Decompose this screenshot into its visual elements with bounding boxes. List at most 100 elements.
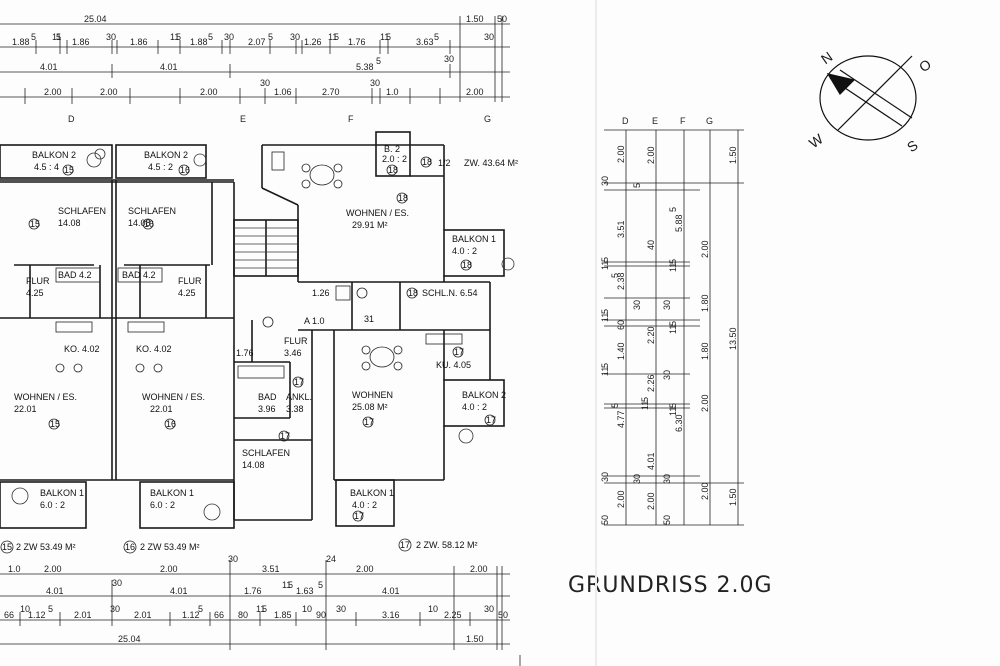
room-bad-a: BAD 4.2	[58, 270, 92, 280]
dim-right: 30	[662, 300, 672, 310]
dim-right: 6.30	[674, 414, 684, 432]
dim-right: 5.88	[674, 214, 684, 232]
dim-right: 30	[600, 176, 610, 186]
dim-right: 2.00	[646, 146, 656, 164]
axis-d-right: D	[622, 116, 629, 126]
dim-top-b: 5	[376, 56, 381, 66]
room-fraction: 1/2	[438, 158, 451, 168]
room-area: 25.08 M²	[352, 402, 388, 412]
dim-right: 2.00	[646, 492, 656, 510]
room-ko-b: KO. 4.02	[136, 344, 172, 354]
dim-bottom-a: 3.51	[262, 564, 280, 574]
dim-right: 3.51	[616, 220, 626, 238]
room-wohnen-a: WOHNEN / ES.	[14, 392, 77, 402]
unit-num: 17	[454, 347, 464, 357]
dim-right: 2.00	[700, 240, 710, 258]
bottom-dimension-labels: 1.0 2.00 2.00 30 3.51 24 2.00 2.00 4.01 …	[4, 554, 508, 644]
unit-18-summary: ZW. 43.64 M²	[464, 158, 518, 168]
summary-unit-16-num: 16	[125, 542, 135, 552]
dim-top-c: 30	[370, 78, 380, 88]
dim-top-a: 5	[334, 32, 339, 42]
unit-num: 16	[144, 219, 154, 229]
dim-top-a: 11	[380, 32, 389, 42]
unit-num: 18	[388, 165, 398, 175]
unit-num: 18	[462, 260, 472, 270]
kitchen-tables	[55, 363, 163, 373]
summary-unit-16: 2 ZW 53.49 M²	[140, 542, 200, 552]
dim-right: 5	[610, 273, 620, 278]
room-balkon2-b: BALKON 2	[144, 150, 188, 160]
dim-bottom-c: 5	[198, 604, 203, 614]
room-1-76: 1.76	[236, 348, 254, 358]
room-area: 3.96	[258, 404, 276, 414]
room-balkon1-d: BALKON 1	[350, 488, 394, 498]
dim-top-a: 11	[328, 32, 337, 42]
dim-right: 2.26	[646, 374, 656, 392]
dim-bottom-c: 10	[20, 604, 30, 614]
dim-bottom-c: 2.25	[444, 610, 462, 620]
bath-fixtures	[55, 151, 463, 379]
dim-bottom-c: 10	[428, 604, 438, 614]
dim-bottom-c: 1.12	[182, 610, 200, 620]
dim-top-a: 30	[224, 32, 234, 42]
room-wohnen-17: WOHNEN	[352, 390, 393, 400]
unit-num: 18	[422, 157, 432, 167]
dim-top-a: 5	[386, 32, 391, 42]
dim-right: 2.00	[700, 482, 710, 500]
unit-num: 16	[180, 165, 190, 175]
room-balkon2-c: BALKON 2	[462, 390, 506, 400]
dim-top-a: 1.76	[348, 37, 366, 47]
room-schlafen-b: SCHLAFEN	[128, 206, 176, 216]
dim-top-b: 30	[444, 54, 454, 64]
room-labels: BALKON 2 4.5 : 4 BALKON 2 4.5 : 2 SCHLAF…	[14, 144, 518, 510]
dim-right: 5	[610, 403, 620, 408]
dim-bottom-a: 24	[326, 554, 336, 564]
dim-top-c: 1.06	[274, 87, 292, 97]
dim-right: 5	[600, 309, 610, 314]
dim-right: 5	[668, 321, 678, 326]
right-dimension-lines	[604, 129, 744, 526]
dim-right: 5	[600, 363, 610, 368]
walls	[0, 131, 505, 529]
unit-num: 18	[408, 288, 418, 298]
dim-right: 11	[600, 261, 610, 270]
room-area: 4.0 : 2	[452, 246, 477, 256]
dim-top-c: 2.00	[100, 87, 118, 97]
dim-top-a: 30	[290, 32, 300, 42]
room-area: 14.08	[128, 218, 151, 228]
dim-top-a: 5	[176, 32, 181, 42]
compass-rose	[819, 55, 917, 141]
dim-right: 30	[600, 472, 610, 482]
room-schl: SCHL.N. 6.54	[422, 288, 478, 298]
room-ankl-17: ANKL.	[286, 392, 312, 402]
dim-bottom-b: 1.63	[296, 586, 314, 596]
dim-bottom-c: 80	[238, 610, 248, 620]
plant-decorations	[11, 148, 515, 521]
dim-right: 60	[616, 320, 626, 330]
dim-bottom-c: 2.01	[74, 610, 92, 620]
dim-top-a: 1.88	[190, 37, 208, 47]
dim-right: 40	[646, 240, 656, 250]
dim-bottom-c: 90	[316, 610, 326, 620]
dim-right: 1.80	[700, 342, 710, 360]
dim-right: 2.00	[616, 145, 626, 163]
dim-top-c: 2.00	[466, 87, 484, 97]
axis-g-top: G	[484, 114, 491, 124]
dining-table-upper	[301, 163, 343, 189]
dim-right: 1.50	[728, 146, 738, 164]
dim-right: 5	[640, 397, 650, 402]
axis-g-right: G	[706, 116, 713, 126]
dim-bottom-total: 25.04	[118, 634, 141, 644]
dim-bottom-b: 4.01	[382, 586, 400, 596]
top-dimension-chains	[0, 16, 510, 104]
dim-right: 11	[668, 325, 678, 334]
room-1-26: 1.26	[312, 288, 330, 298]
room-flur-b: FLUR	[178, 276, 202, 286]
dim-bottom-r1: 1.50	[466, 634, 484, 644]
dim-bottom-c: 1.12	[28, 610, 46, 620]
dim-bottom-c: 66	[4, 610, 14, 620]
dim-right: 11	[600, 367, 610, 376]
dim-bottom-b: 5	[318, 580, 323, 590]
